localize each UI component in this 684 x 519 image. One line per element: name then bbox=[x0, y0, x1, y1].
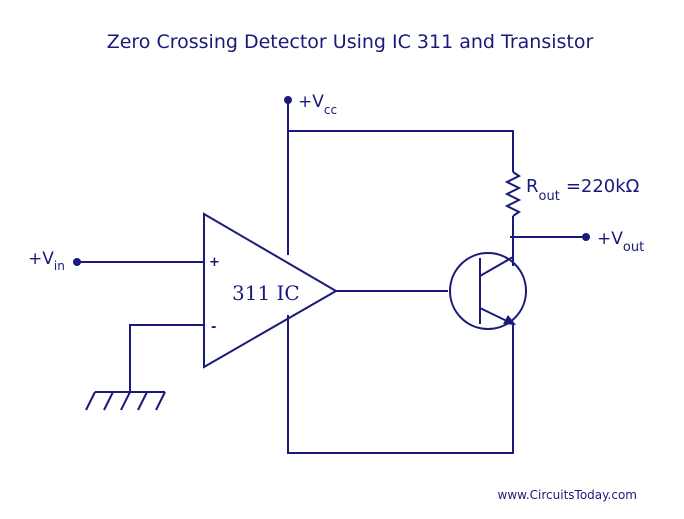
credit-url: www.CircuitsToday.com bbox=[498, 488, 637, 502]
ic-311-comparator bbox=[203, 212, 338, 369]
vin-label: +Vin bbox=[28, 249, 65, 273]
ground-icon bbox=[85, 391, 166, 411]
vout-terminal bbox=[582, 233, 590, 241]
collector-wire bbox=[510, 216, 585, 266]
ground-wire bbox=[129, 324, 204, 392]
ic-label: 311 IC bbox=[232, 281, 300, 305]
emitter-wire bbox=[287, 315, 514, 454]
diagram-title: Zero Crossing Detector Using IC 311 and … bbox=[107, 31, 594, 53]
vout-label: +Vout bbox=[597, 229, 644, 255]
minus-input-sign: - bbox=[211, 320, 216, 335]
output-resistor bbox=[504, 171, 522, 217]
plus-input-sign: + bbox=[209, 255, 220, 270]
vcc-label: +Vcc bbox=[298, 92, 337, 117]
transistor bbox=[449, 252, 527, 330]
vcc-rail bbox=[287, 100, 514, 255]
rout-label: Rout=220kΩ bbox=[526, 176, 640, 204]
